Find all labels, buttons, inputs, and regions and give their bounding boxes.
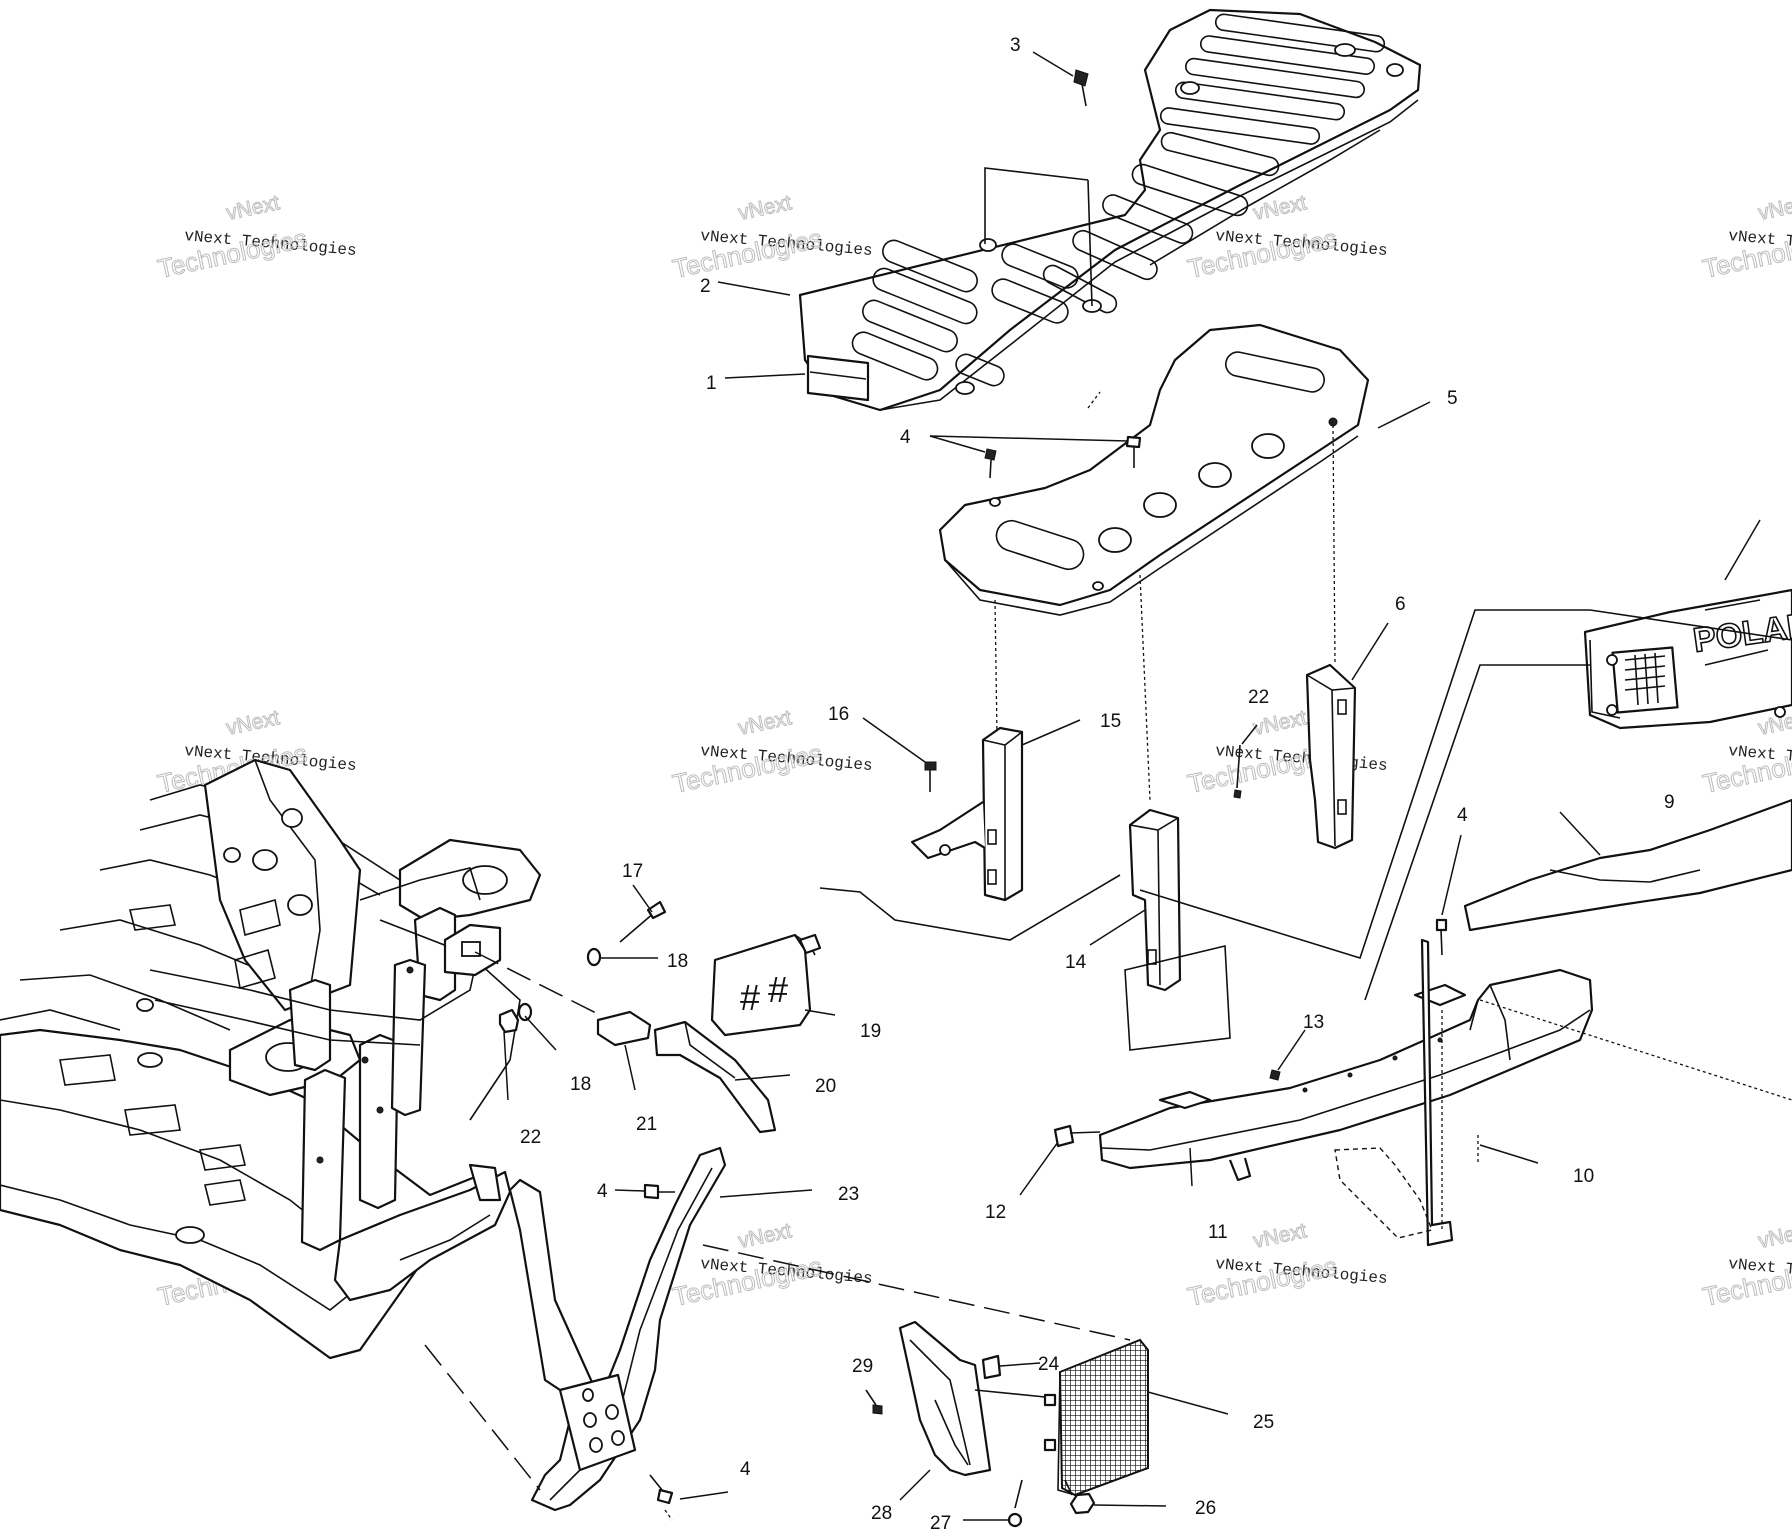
callout-3: 3	[1010, 35, 1021, 56]
bolt-12	[1053, 1124, 1101, 1148]
light-grid-glyph: #	[740, 977, 760, 1018]
screw-16	[924, 761, 937, 792]
callout-18-upper: 18	[667, 951, 688, 972]
callout-4-bumper: 4	[597, 1181, 608, 1202]
screw-22-upper	[1233, 744, 1242, 799]
callout-9: 9	[1664, 792, 1675, 813]
callout-24: 24	[1038, 1354, 1060, 1375]
bolt-axis-dashed	[474, 951, 601, 1016]
post-6	[1305, 663, 1357, 850]
skid-outline-dashed	[1334, 1147, 1433, 1239]
watermark-top: vNext	[1251, 191, 1308, 225]
rack-hole-bracket	[984, 167, 1093, 307]
bracket-10	[1420, 938, 1454, 1247]
screw-4-plate-left	[984, 448, 997, 479]
watermark-3: vNext vNext Technologies Technologies	[1185, 191, 1389, 285]
callout-2: 2	[700, 276, 711, 297]
callout-14: 14	[1065, 952, 1087, 973]
watermark-7: vNext vNext Technologies Technologies	[1185, 706, 1389, 800]
screw-4-bumper	[643, 1183, 675, 1200]
watermark-top: vNext	[1251, 706, 1308, 740]
callout-4-top: 4	[900, 427, 911, 448]
watermark-top: vNext	[1756, 191, 1792, 225]
side-panel-28	[898, 1320, 992, 1477]
light-19: # #	[710, 933, 822, 1037]
front-crossmember	[1098, 968, 1594, 1182]
watermark-top: vNext	[1756, 1219, 1792, 1253]
watermark-12: vNext vNext Technologies Technologies	[1700, 1219, 1792, 1313]
callout-numbers: 3 2 1 4 5 6 15 16 22 9 4 14 13 10 12 11 …	[520, 35, 1675, 1534]
screw-29	[865, 1389, 883, 1415]
post-14	[1124, 808, 1231, 1051]
callout-17: 17	[622, 861, 643, 882]
dashed-guides	[424, 1244, 1131, 1521]
nut-22-lower	[498, 1008, 520, 1034]
grille-badge: POLAR	[1583, 519, 1792, 730]
watermark-top: vNext	[1251, 1219, 1308, 1253]
assembly-lines	[819, 609, 1792, 1001]
screw-4-plate-right	[1125, 435, 1142, 468]
watermark-top: vNext	[224, 706, 281, 740]
watermark-top: vNext	[736, 706, 793, 740]
watermark-top: vNext	[736, 1219, 793, 1253]
watermark-4: vNext vNext Technologies Technologies	[1700, 191, 1792, 285]
callout-29: 29	[852, 1356, 873, 1377]
callout-20: 20	[815, 1076, 836, 1097]
callout-5: 5	[1447, 388, 1458, 409]
screw-13	[1269, 1069, 1281, 1081]
front-rack	[798, 8, 1422, 412]
callout-27: 27	[930, 1513, 951, 1534]
watermark-2: vNext vNext Technologies Technologies	[670, 191, 874, 285]
watermark-1: vNext vNext Technologies Technologies	[155, 191, 358, 285]
screw-4-right	[1435, 918, 1448, 956]
callout-11: 11	[1208, 1222, 1228, 1243]
guide-lines	[994, 391, 1336, 801]
callout-18-lower: 18	[570, 1074, 591, 1095]
washer-18-lower	[517, 1002, 533, 1022]
callout-15: 15	[1100, 711, 1121, 732]
callout-21: 21	[636, 1114, 657, 1135]
leader-lines	[503, 51, 1601, 1521]
light-grid-glyph-2: #	[768, 969, 788, 1010]
post-15	[910, 726, 1024, 902]
callout-22-upper: 22	[1248, 687, 1269, 708]
screw-4-bottom	[649, 1474, 674, 1505]
vehicle-frame	[0, 758, 542, 1360]
callout-4-right: 4	[1457, 805, 1468, 826]
clip-24	[974, 1354, 1046, 1398]
bumper-bar	[1463, 798, 1792, 932]
callout-16: 16	[828, 704, 849, 725]
guide-right	[1479, 999, 1792, 1101]
spacer-21	[596, 1010, 652, 1047]
watermark-10: vNext vNext Technologies Technologies	[670, 1219, 874, 1313]
callout-26: 26	[1195, 1498, 1216, 1519]
mount-plate	[938, 323, 1370, 616]
callout-13: 13	[1303, 1012, 1324, 1033]
callout-6: 6	[1395, 594, 1406, 615]
front-bumper-23	[508, 1146, 727, 1512]
screw-27	[1007, 1479, 1023, 1528]
screw-3	[1073, 69, 1089, 107]
callout-4-bottom: 4	[740, 1459, 751, 1480]
callout-10: 10	[1573, 1166, 1594, 1187]
watermark-top: vNext	[736, 191, 793, 225]
callout-12: 12	[985, 1202, 1006, 1223]
callout-22-lower: 22	[520, 1127, 541, 1148]
callout-19: 19	[860, 1021, 881, 1042]
grille-25	[1043, 1338, 1149, 1497]
nut-26	[1064, 1479, 1096, 1515]
callout-1: 1	[706, 373, 717, 394]
callout-23: 23	[838, 1184, 859, 1205]
rack-plate	[806, 354, 870, 402]
watermark-top: vNext	[224, 191, 281, 225]
washer-18-upper	[586, 947, 602, 967]
callout-25: 25	[1253, 1412, 1274, 1433]
bracket-20	[653, 1020, 777, 1134]
bolt-17	[619, 900, 667, 943]
callout-28: 28	[871, 1503, 892, 1524]
